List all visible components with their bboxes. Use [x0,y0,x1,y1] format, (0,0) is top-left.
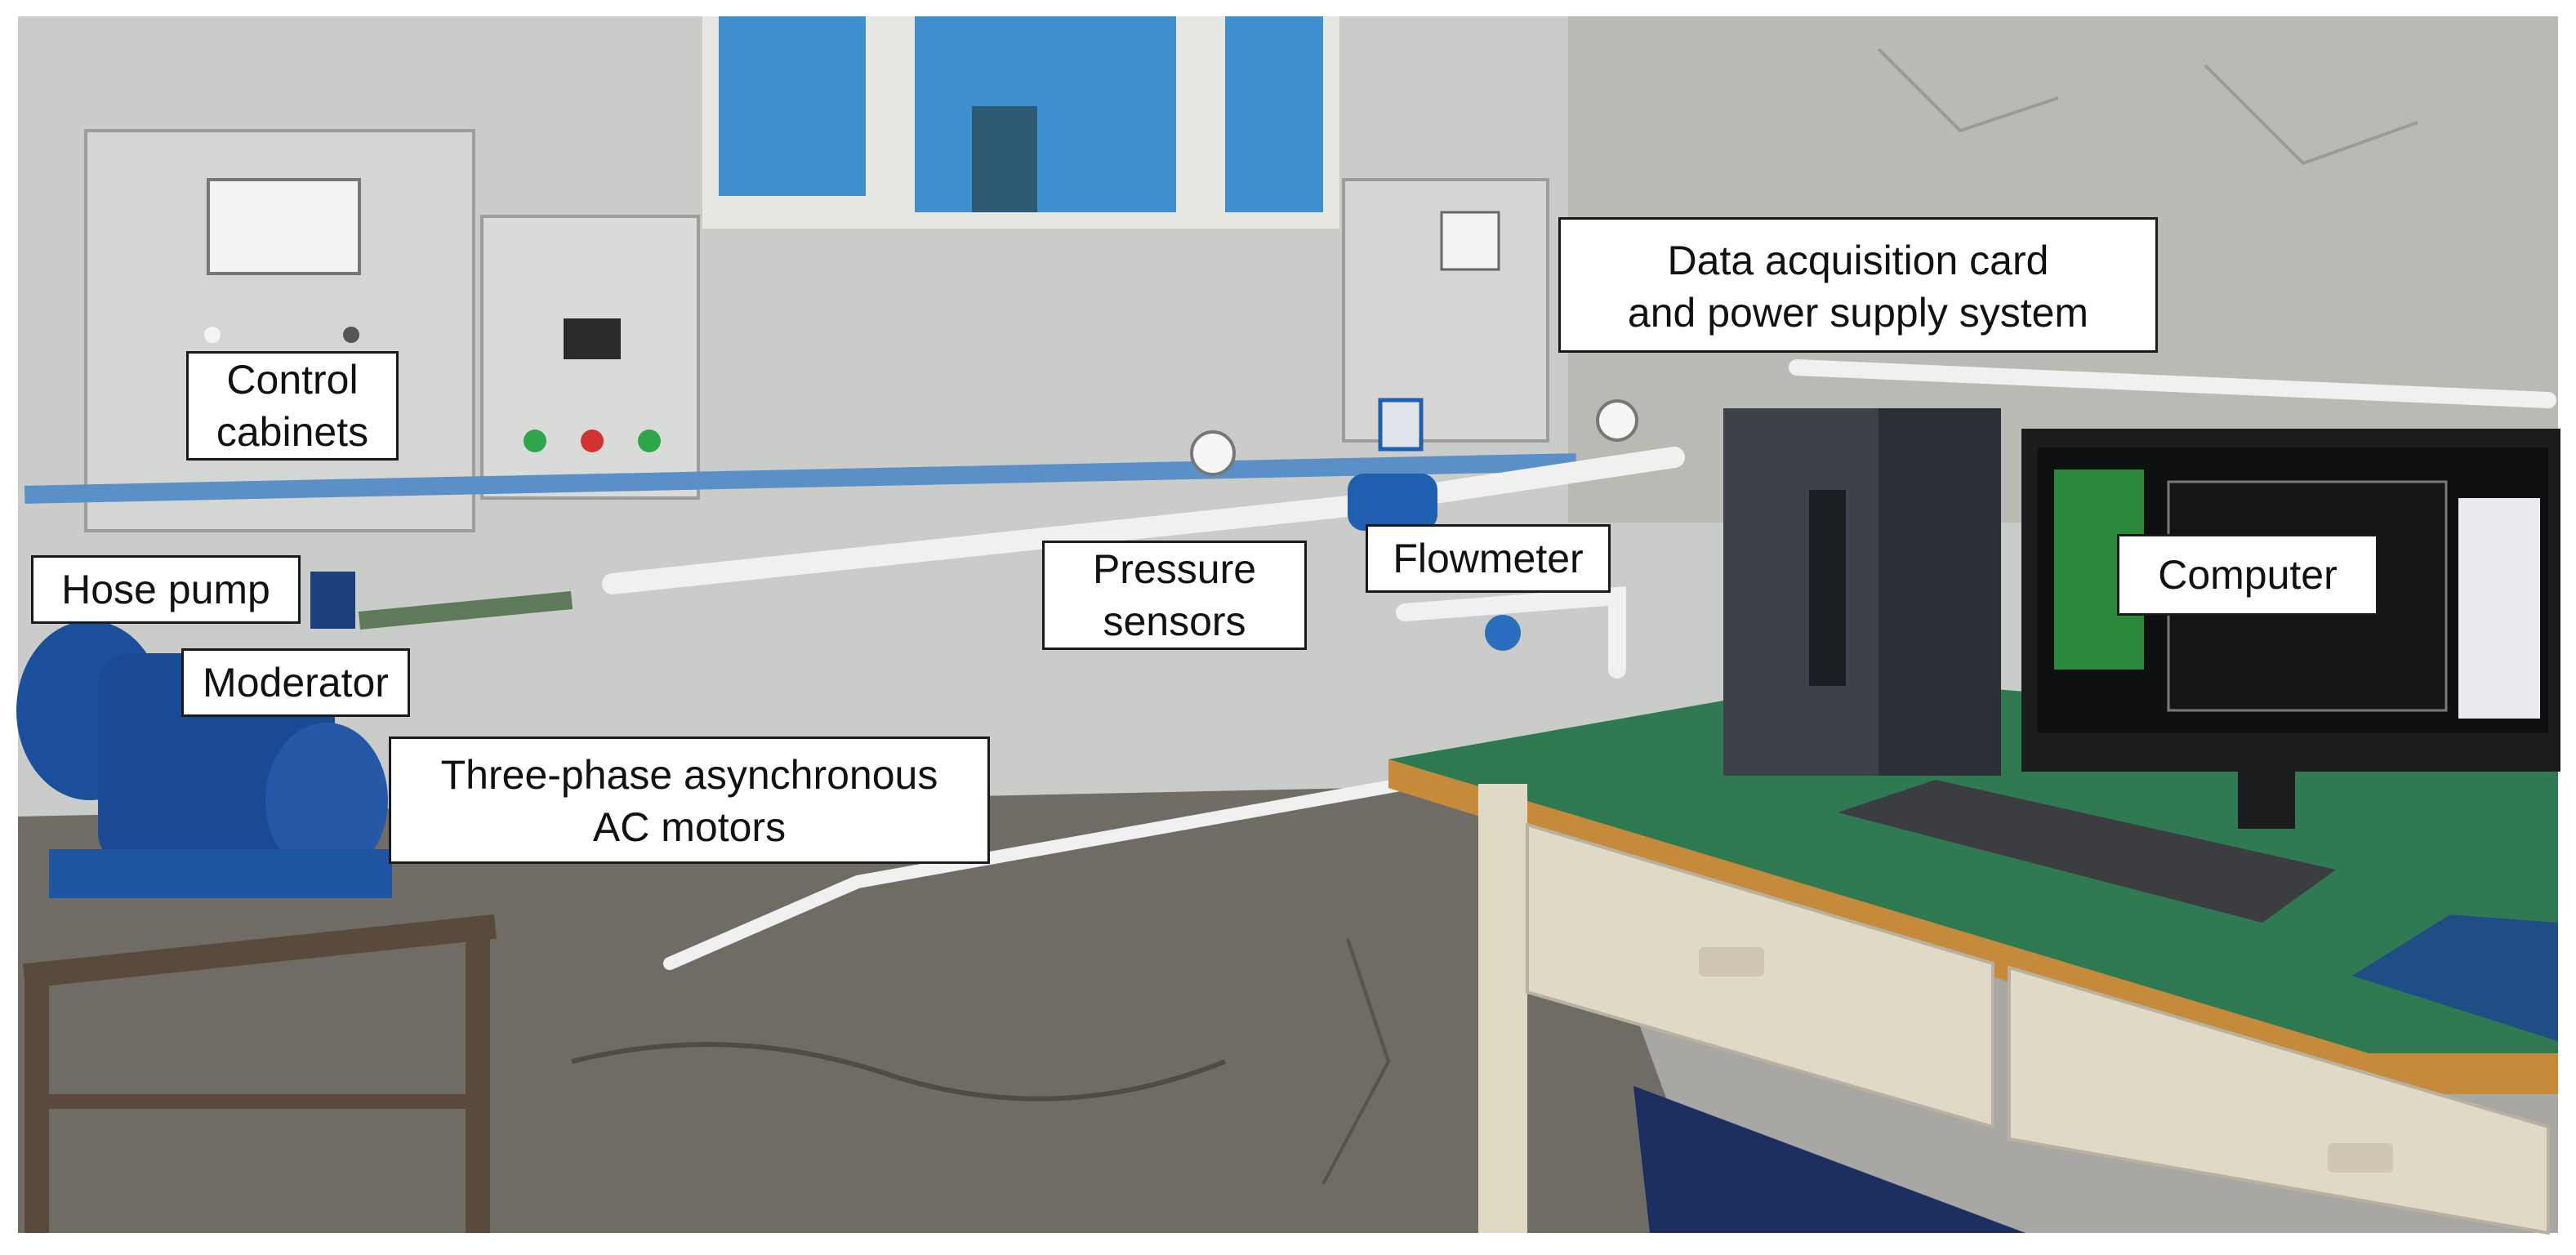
label-data-acquisition: Data acquisition card and power supply s… [1558,217,2158,353]
pressure-gauges [1190,399,1638,476]
label-line: Computer [2158,552,2338,598]
pump-stand [23,914,497,1233]
label-pressure-sensors: Pressure sensors [1042,541,1307,650]
mouse-pad [2352,915,2558,1041]
keyboard [1838,780,2336,923]
chair [1633,1086,2026,1233]
monitor [2021,429,2560,829]
label-moderator: Moderator [181,648,410,717]
label-line: cabinets [216,409,369,455]
label-flowmeter: Flowmeter [1366,524,1611,593]
label-hose-pump: Hose pump [31,555,301,624]
label-line: AC motors [592,804,787,850]
label-line: Three-phase asynchronous [440,752,938,798]
label-line: Pressure [1092,546,1257,592]
label-line: Hose pump [61,567,270,612]
label-line: Data acquisition card [1667,238,2049,283]
control-cabinets [84,129,1549,532]
flowmeter-device [1348,398,1521,651]
label-line: Flowmeter [1393,536,1584,581]
label-line: sensors [1103,599,1246,644]
label-motors: Three-phase asynchronous AC motors [389,737,990,864]
label-control-cabinets: Control cabinets [186,351,399,461]
label-line: and power supply system [1627,290,2089,336]
window [702,16,1339,229]
label-line: Moderator [203,660,389,705]
label-computer: Computer [2117,534,2378,616]
computer-tower [1723,408,2001,776]
label-line: Control [226,357,359,403]
